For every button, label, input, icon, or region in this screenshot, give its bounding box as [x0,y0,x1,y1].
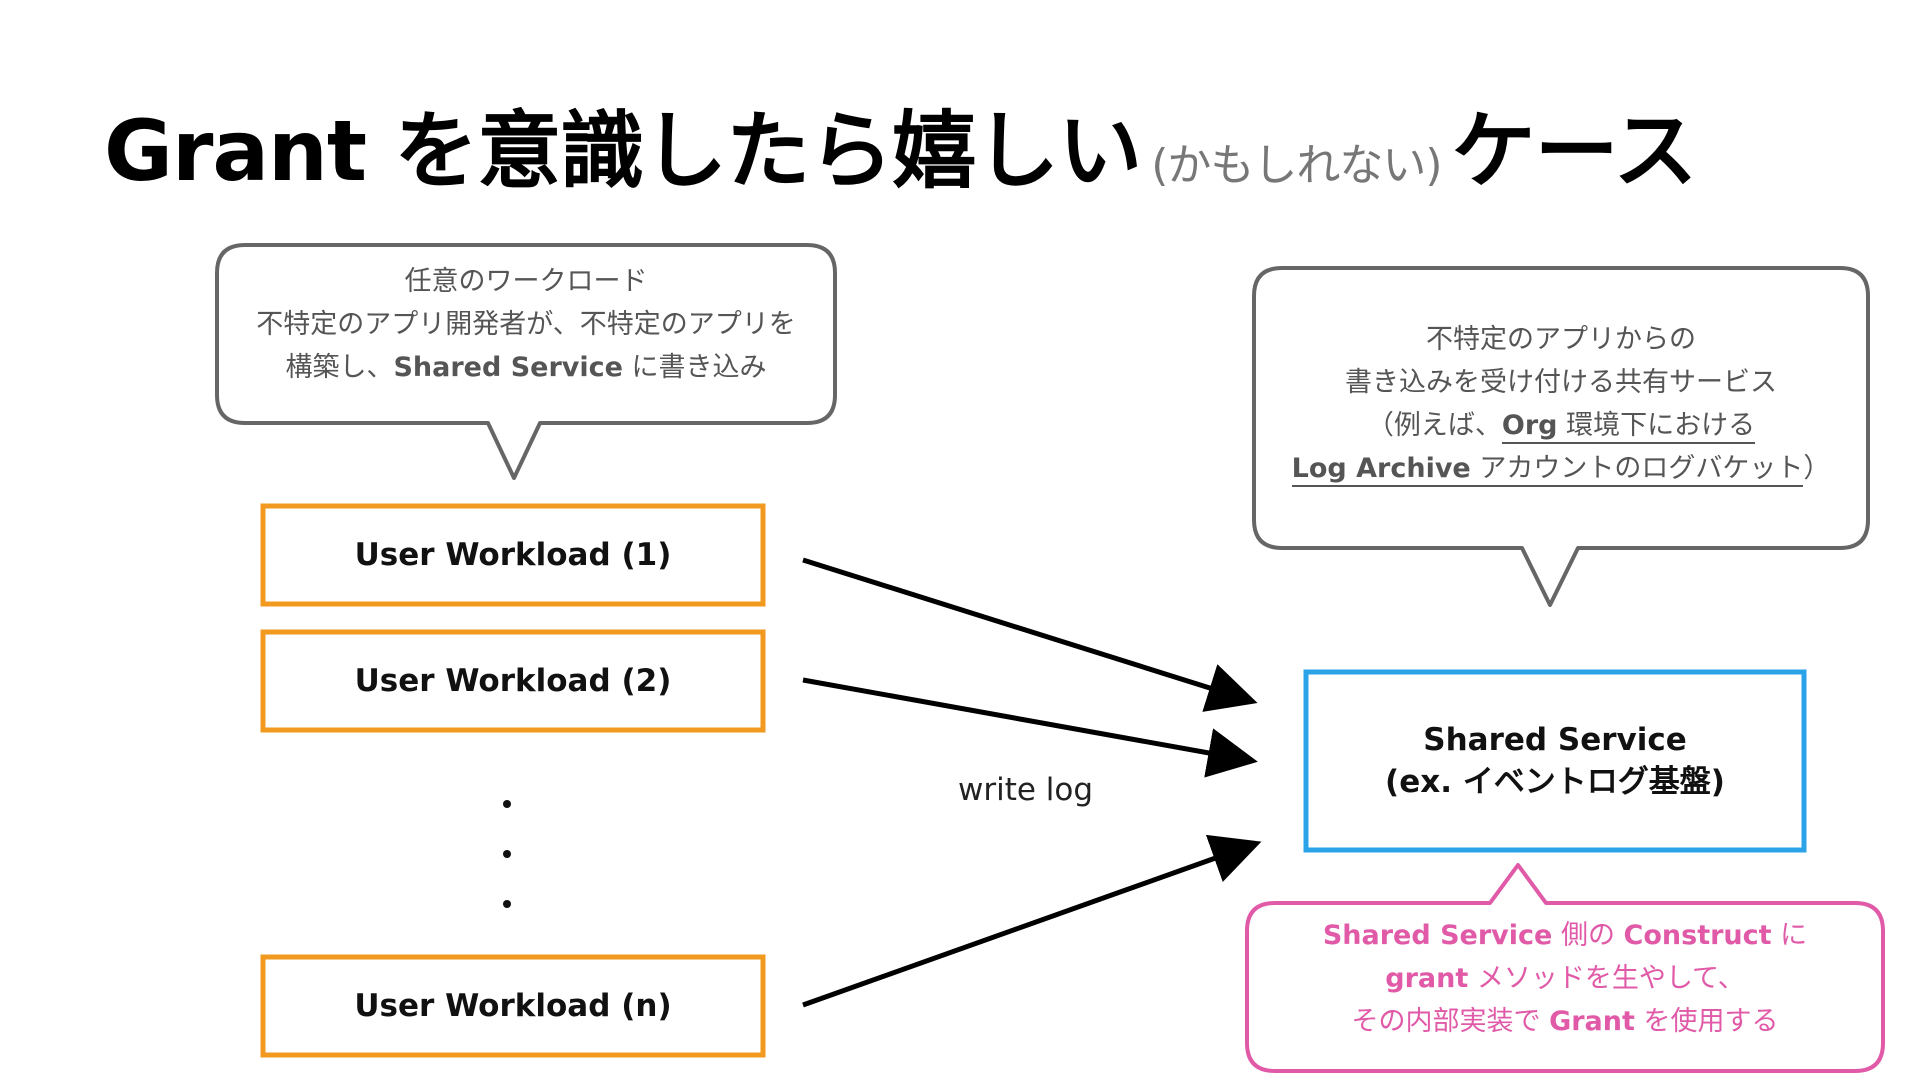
left-bubble-line-1: 任意のワークロード [404,266,648,297]
title-main: Grant を意識したら嬉しい [104,102,1142,200]
left-bubble-line-3: 構築し、Shared Service に書き込み [285,352,767,383]
workload-box-2 [260,629,766,733]
bottom-note-line-2: grant メソッドを生やして、 [1385,963,1745,994]
slide-title: Grant を意識したら嬉しい(かもしれない)ケース [104,84,1698,205]
right-bubble-line-2: 書き込みを受け付ける共有サービス [1345,367,1777,398]
workload-box-1 [260,503,766,607]
workload-label-1: User Workload (1) [354,537,672,573]
ellipsis-dot-2 [503,850,511,858]
right-bubble-line-4: Log Archive アカウントのログバケット） [1262,447,1860,490]
workload-box-n [260,954,766,1058]
shared-service-line-1: Shared Service [1423,722,1687,758]
shared-service-box [1303,669,1807,853]
workload-label-n: User Workload (n) [354,988,672,1024]
right-bubble-line-3: （例えば、Org 環境下における [1262,404,1860,447]
arrow-workload-2 [802,677,1258,778]
shared-service-line-2: (ex. イベントログ基盤) [1385,764,1725,800]
ellipsis-dot-1 [503,800,511,808]
right-bubble-text: 不特定のアプリからの 書き込みを受け付ける共有サービス （例えば、Org 環境下… [1262,318,1860,490]
title-suffix: ケース [1451,102,1698,200]
arrow-label: write log [958,772,1094,808]
bottom-note-text: Shared Service 側の Construct に grant メソッド… [1255,914,1875,1043]
left-speech-bubble [215,243,837,480]
shared-service-label: Shared Service (ex. イベントログ基盤) [1306,672,1804,850]
right-bubble-line-1: 不特定のアプリからの [1426,324,1696,355]
ellipsis-dot-3 [503,900,511,908]
bottom-note-line-3: その内部実装で Grant を使用する [1351,1006,1779,1037]
arrow-workload-n [802,834,1262,1008]
bottom-note-bubble [1245,863,1885,1073]
workload-label-2: User Workload (2) [354,663,672,699]
bottom-note-line-1: Shared Service 側の Construct に [1322,920,1808,951]
left-bubble-text: 任意のワークロード 不特定のアプリ開発者が、不特定のアプリを 構築し、Share… [226,260,826,389]
right-speech-bubble [1252,266,1870,607]
title-sub: (かもしれない) [1151,140,1442,191]
arrow-workload-1 [802,557,1258,712]
left-bubble-line-2: 不特定のアプリ開発者が、不特定のアプリを [256,309,796,340]
